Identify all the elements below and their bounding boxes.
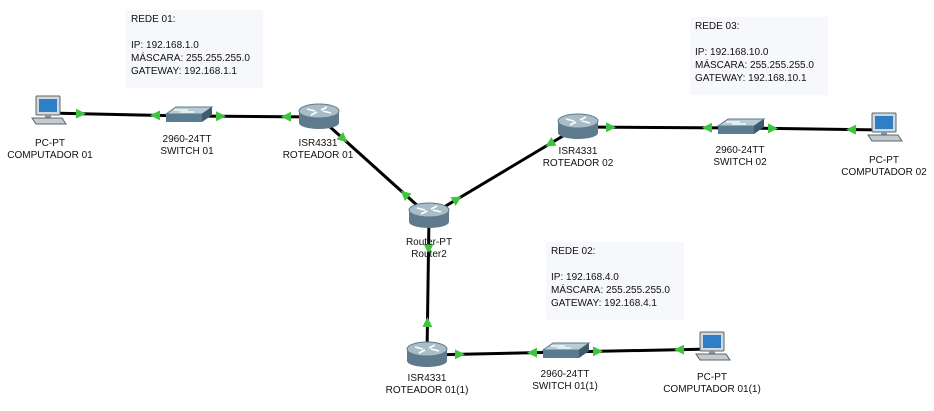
link-r2-r1[interactable]: [428, 125, 579, 218]
port-up-indicator: [400, 190, 412, 201]
router-icon[interactable]: [406, 341, 448, 367]
device-name: SWITCH 01: [160, 146, 214, 157]
note-ip: IP: 192.168.4.0: [551, 272, 619, 283]
device-label-roteador-02: ISR4331 ROTEADOR 02: [543, 146, 614, 170]
port-up-indicator: [422, 317, 433, 328]
device-name: Router2: [411, 249, 447, 260]
device-label-computador-02: PC-PT COMPUTADOR 02: [841, 155, 926, 179]
port-up-indicator: [545, 137, 557, 147]
port-up-indicator: [216, 111, 226, 122]
note-rede-01[interactable]: REDE 01: IP: 192.168.1.0 MÁSCARA: 255.25…: [126, 10, 263, 88]
link-r2-r3[interactable]: [425, 215, 431, 356]
note-gateway: GATEWAY: 192.168.4.1: [551, 298, 657, 309]
router-icon[interactable]: [298, 103, 340, 129]
devices-layer: [31, 95, 903, 367]
switch-icon[interactable]: [164, 106, 214, 122]
device-model: PC-PT: [696, 372, 727, 383]
note-ip: IP: 192.168.10.0: [695, 47, 769, 58]
note-rede-03[interactable]: REDE 03: IP: 192.168.10.0 MÁSCARA: 255.2…: [690, 17, 828, 95]
device-name: COMPUTADOR 01: [7, 150, 93, 161]
router-icon[interactable]: [408, 202, 450, 228]
link-sw2-pc2[interactable]: [564, 347, 713, 354]
port-up-indicator: [846, 124, 857, 135]
device-name: ROTEADOR 01: [282, 150, 354, 161]
pc-icon[interactable]: [31, 95, 67, 125]
port-up-indicator: [527, 347, 538, 358]
device-label-switch-01: 2960-24TT SWITCH 01: [160, 134, 213, 158]
note-ip: IP: 192.168.1.0: [131, 40, 199, 51]
note-gateway: GATEWAY: 192.168.10.1: [695, 73, 807, 84]
port-up-indicator: [450, 196, 462, 206]
device-name: COMPUTADOR 02: [841, 167, 927, 178]
note-rede-02[interactable]: REDE 02: IP: 192.168.4.0 MÁSCARA: 255.25…: [546, 242, 684, 320]
device-model: PC-PT: [34, 138, 65, 149]
note-mask: MÁSCARA: 255.255.255.0: [695, 60, 814, 71]
link-pc0-sw0[interactable]: [47, 111, 189, 118]
device-model: PC-PT: [868, 155, 899, 166]
link-sw1-pc1[interactable]: [739, 126, 885, 132]
device-label-computador-01-1: PC-PT COMPUTADOR 01(1): [663, 372, 761, 396]
link-r3-sw2[interactable]: [426, 350, 566, 357]
device-name: SWITCH 01(1): [532, 381, 598, 392]
device-model: 2960-24TT: [162, 134, 212, 145]
device-label-roteador-01: ISR4331 ROTEADOR 01: [283, 138, 354, 162]
device-model: ISR4331: [558, 146, 598, 157]
port-up-indicator: [606, 122, 616, 133]
switch-icon[interactable]: [716, 118, 766, 134]
device-model: 2960-24TT: [540, 369, 590, 380]
device-label-switch-02: 2960-24TT SWITCH 02: [713, 145, 766, 169]
device-label-router2: Router-PT Router2: [406, 237, 452, 261]
port-up-indicator: [281, 111, 291, 122]
note-title: REDE 03:: [695, 21, 740, 32]
link-r1-sw1[interactable]: [577, 125, 741, 130]
port-up-indicator: [702, 122, 712, 133]
note-mask: MÁSCARA: 255.255.255.0: [551, 285, 670, 296]
device-label-computador-01: PC-PT COMPUTADOR 01: [7, 138, 92, 162]
pc-icon[interactable]: [695, 331, 731, 361]
ports-layer: [75, 108, 857, 360]
device-model: ISR4331: [407, 373, 447, 384]
device-name: COMPUTADOR 01(1): [663, 384, 761, 395]
device-model: ISR4331: [298, 138, 338, 149]
device-model: Router-PT: [405, 237, 453, 248]
device-name: ROTEADOR 01(1): [385, 385, 469, 396]
device-label-switch-01-1: 2960-24TT SWITCH 01(1): [532, 369, 598, 393]
port-up-indicator: [454, 349, 465, 360]
port-up-indicator: [75, 108, 86, 119]
note-title: REDE 02:: [551, 246, 596, 257]
pc-icon[interactable]: [867, 112, 903, 142]
device-model: 2960-24TT: [715, 145, 765, 156]
note-title: REDE 01:: [131, 14, 176, 25]
port-up-indicator: [336, 132, 348, 143]
device-name: ROTEADOR 02: [542, 158, 614, 169]
device-label-roteador-01-1: ISR4331 ROTEADOR 01(1): [386, 373, 469, 397]
port-up-indicator: [674, 344, 685, 355]
device-name: SWITCH 02: [713, 157, 767, 168]
link-r0-r2[interactable]: [317, 115, 431, 218]
switch-icon[interactable]: [541, 342, 591, 358]
router-icon[interactable]: [557, 113, 599, 139]
port-up-indicator: [592, 346, 603, 357]
note-mask: MÁSCARA: 255.255.255.0: [131, 53, 250, 64]
note-gateway: GATEWAY: 192.168.1.1: [131, 66, 237, 77]
port-up-indicator: [150, 110, 161, 121]
port-up-indicator: [423, 243, 434, 254]
port-up-indicator: [767, 123, 778, 134]
